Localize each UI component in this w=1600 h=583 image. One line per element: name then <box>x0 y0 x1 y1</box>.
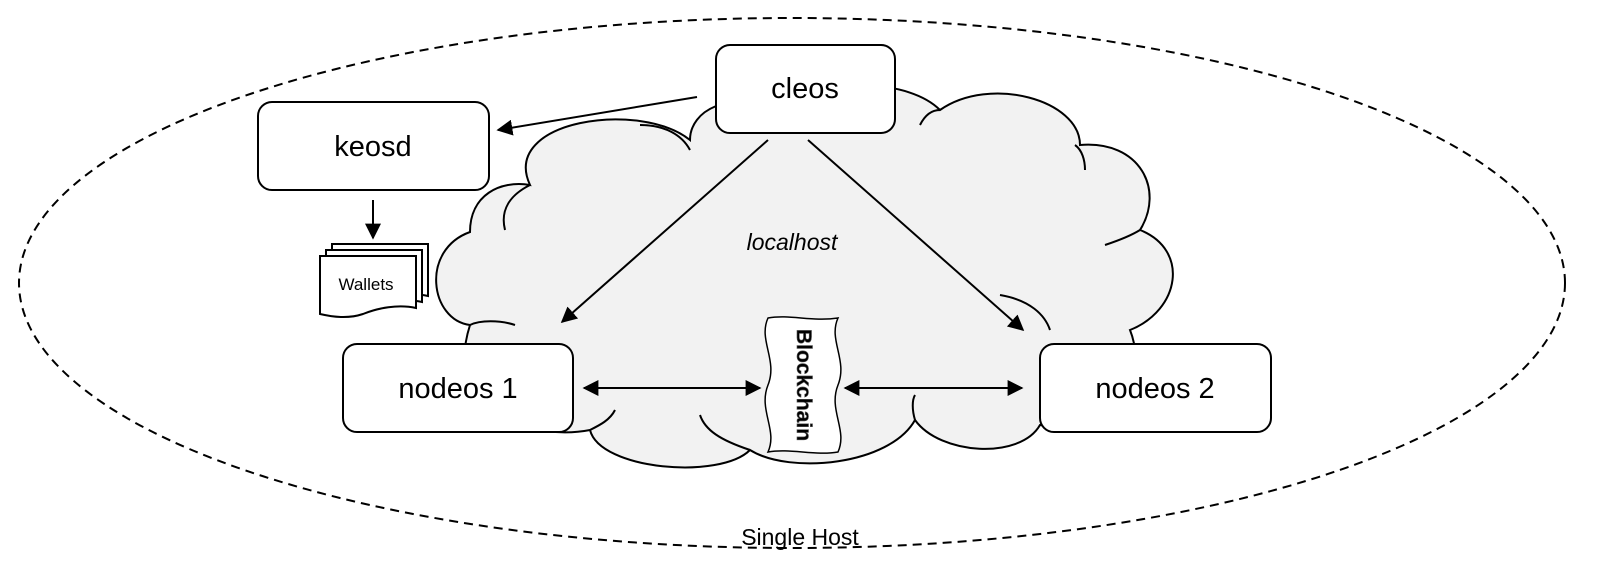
node-cleos: cleos <box>715 44 896 134</box>
node-cleos-label: cleos <box>771 73 839 105</box>
cloud-detail <box>699 414 751 451</box>
blockchain-scroll: Blockchain <box>764 316 842 454</box>
cloud-detail <box>639 124 691 151</box>
node-nodeos1: nodeos 1 <box>342 343 574 433</box>
single-host-boundary <box>18 17 1566 549</box>
cloud-detail <box>469 320 516 326</box>
node-nodeos1-label: nodeos 1 <box>398 373 517 405</box>
cloud-detail <box>999 294 1051 331</box>
edge-cleos-nodeos2 <box>807 139 1025 332</box>
node-nodeos2: nodeos 2 <box>1039 343 1272 433</box>
cloud-detail <box>919 109 941 126</box>
node-nodeos2-label: nodeos 2 <box>1095 373 1214 405</box>
edge-cleos-keosd <box>496 96 698 136</box>
container-label: Single Host <box>741 524 859 550</box>
blockchain-label: Blockchain <box>792 329 815 441</box>
cloud-detail <box>911 394 916 421</box>
wallets-documents: Wallets <box>319 243 429 318</box>
cloud-detail <box>1074 144 1086 171</box>
node-keosd-label: keosd <box>334 131 411 163</box>
wallets-label: Wallets <box>338 275 393 294</box>
edge-cleos-nodeos1 <box>560 139 769 324</box>
cloud-detail <box>589 409 616 431</box>
cloud-detail <box>502 184 531 231</box>
node-keosd: keosd <box>257 101 490 191</box>
network-label: localhost <box>747 229 839 255</box>
cloud-detail <box>1104 229 1141 246</box>
